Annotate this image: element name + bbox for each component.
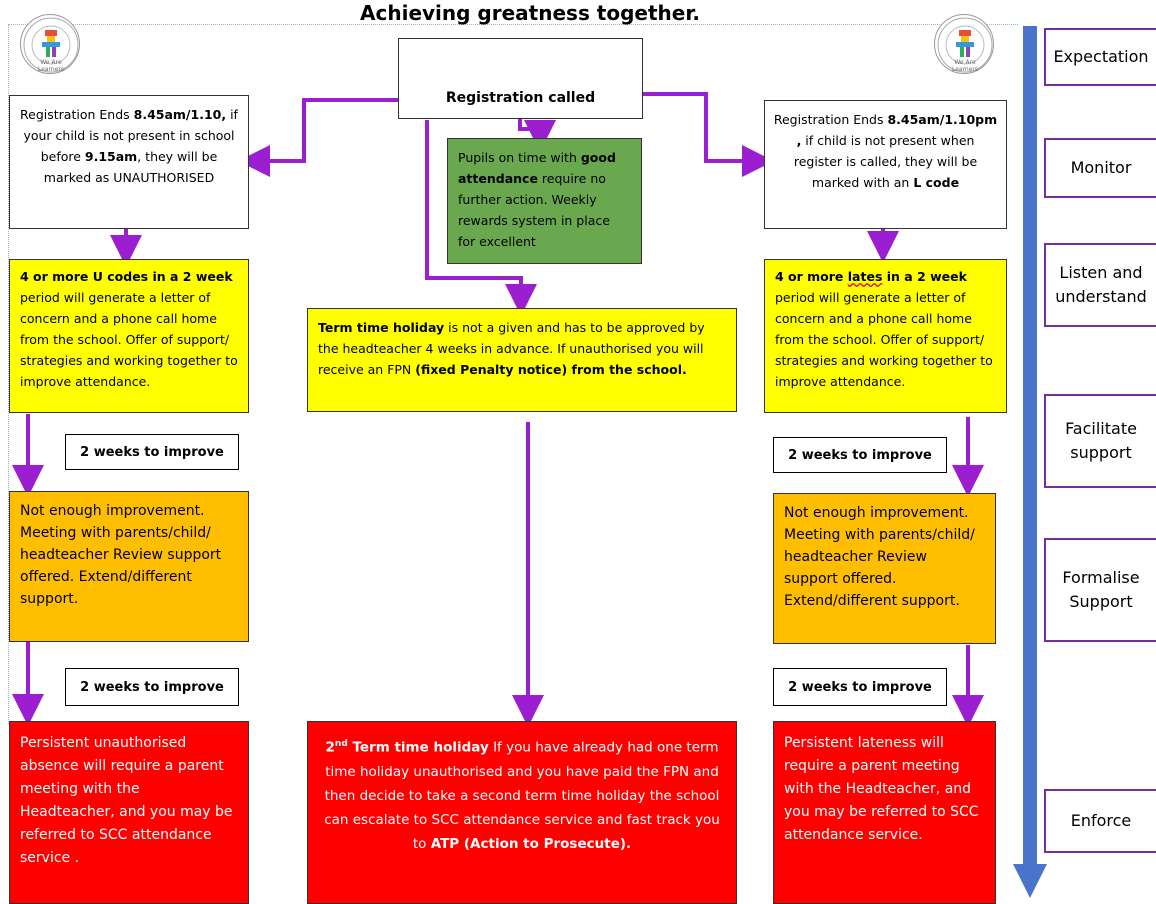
persistent-absence-box: Persistent unauthorised absence will req… (9, 721, 249, 904)
term-holiday-heading: Term time holiday (318, 320, 445, 335)
right-reg-text: if child is not present when register is… (793, 133, 978, 190)
guide-line-left (8, 24, 9, 724)
u-codes-heading: 4 or more U codes in a 2 week (20, 269, 233, 284)
u-codes-text: period will generate a letter of concern… (20, 290, 238, 389)
left-registration-box: Registration Ends 8.45am/1.10, if your c… (9, 95, 249, 229)
timeline-arrow-shaft (1023, 26, 1037, 868)
registration-called-label: Registration called (445, 90, 596, 106)
persistent-lateness-box: Persistent lateness will require a paren… (773, 721, 996, 904)
timeline-arrow-head (1013, 864, 1047, 898)
stage-formalise-support: Formalise Support (1044, 538, 1156, 642)
arrow-right-icon (643, 92, 774, 177)
two-weeks-improve-box: 2 weeks to improve (773, 668, 947, 706)
not-enough-improvement-box: Not enough improvement. Meeting with par… (773, 493, 996, 644)
lates-box: 4 or more lates in a 2 week period will … (764, 259, 1007, 413)
logo-caption: We Are Learners (951, 59, 979, 73)
left-reg-text: , they will be marked as UNAUTHORISED (43, 149, 218, 185)
u-codes-box: 4 or more U codes in a 2 week period wil… (9, 259, 249, 413)
good-attendance-box: Pupils on time with good attendance requ… (447, 138, 642, 264)
right-reg-code: L code (913, 175, 960, 190)
registration-called-box: Registration called (398, 38, 643, 119)
guide-line-top (8, 24, 1018, 25)
second-holiday-num: 2 (325, 739, 335, 756)
arrow-down-icon (518, 118, 556, 152)
stage-monitor: Monitor (1044, 138, 1156, 198)
second-holiday-atp: ATP (Action to Prosecute). (430, 835, 632, 852)
school-logo-icon: We Are Learners (20, 14, 80, 74)
arrow-down-icon (425, 120, 537, 316)
logo-caption: We Are Learners (37, 59, 65, 73)
right-reg-time: 8.45am/1.10pm , (796, 112, 998, 148)
second-holiday-heading: Term time holiday (347, 739, 489, 756)
left-reg-text: if your child is not present in school b… (23, 107, 238, 164)
term-holiday-box: Term time holiday is not a given and has… (307, 308, 737, 412)
stage-expectation: Expectation (1044, 28, 1156, 86)
second-holiday-text: If you have already had one term time ho… (324, 739, 720, 852)
stage-facilitate-support: Facilitate support (1044, 394, 1156, 488)
school-logo-icon: We Are Learners (934, 14, 994, 74)
arrow-left-icon (238, 98, 398, 177)
page-title: Achieving greatness together. (360, 1, 700, 25)
lates-heading: 4 or more (775, 269, 848, 284)
left-reg-time: 8.45am/1.10, (133, 107, 227, 122)
good-attendance-text-rest: require no further action. Weekly reward… (458, 171, 610, 249)
lates-heading-rest: in a 2 week (882, 269, 967, 284)
good-attendance-text: Pupils on time with (458, 150, 581, 165)
not-enough-improvement-box: Not enough improvement. Meeting with par… (9, 491, 249, 642)
term-holiday-fpn: (fixed Penalty notice) from the school. (415, 362, 687, 377)
good-attendance-bold: good attendance (458, 150, 616, 186)
lates-heading-underlined: lates (847, 269, 883, 284)
left-reg-text: Registration Ends (20, 107, 134, 122)
two-weeks-improve-box: 2 weeks to improve (65, 668, 239, 706)
two-weeks-improve-box: 2 weeks to improve (65, 434, 239, 470)
second-holiday-sup: nd (334, 739, 348, 749)
right-registration-box: Registration Ends 8.45am/1.10pm , if chi… (764, 100, 1007, 229)
left-reg-deadline: 9.15am (84, 149, 138, 164)
term-holiday-text: is not a given and has to be approved by… (318, 320, 705, 377)
lates-text: period will generate a letter of concern… (775, 290, 993, 389)
stage-enforce: Enforce (1044, 789, 1156, 853)
second-holiday-box: 2nd Term time holiday If you have alread… (307, 721, 737, 904)
stage-listen-understand: Listen and understand (1044, 243, 1156, 327)
right-reg-text: Registration Ends (773, 112, 888, 127)
two-weeks-improve-box: 2 weeks to improve (773, 437, 947, 473)
